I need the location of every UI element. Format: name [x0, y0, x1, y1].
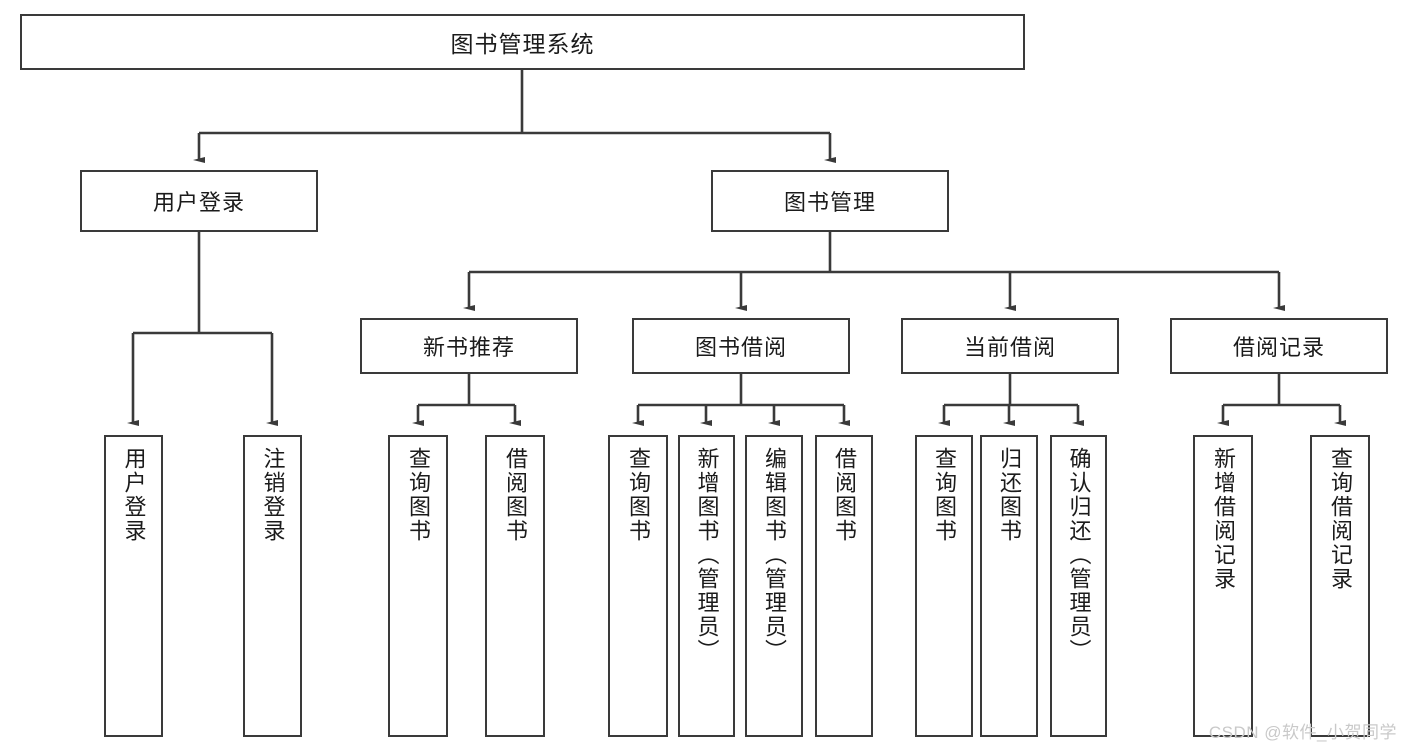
leaf-borrow-borrow-book[interactable]: 借阅图书	[815, 435, 873, 737]
node-label: 借阅记录	[1232, 335, 1325, 360]
watermark: CSDN @软件_小贺同学	[1208, 723, 1397, 742]
leaf-borrow-add-book-admin[interactable]: 新增图书（管理员）	[678, 435, 735, 737]
node-label: 归还图书	[997, 447, 1022, 543]
node-new-book-recommend[interactable]: 新书推荐	[360, 318, 578, 374]
leaf-record-add-borrow-record[interactable]: 新增借阅记录	[1193, 435, 1253, 737]
leaf-recommend-query-book[interactable]: 查询图书	[388, 435, 448, 737]
node-label: 新增借阅记录	[1211, 447, 1236, 591]
leaf-record-query-borrow-record[interactable]: 查询借阅记录	[1310, 435, 1370, 737]
node-label: 新书推荐	[422, 335, 515, 360]
node-label: 图书管理	[783, 190, 876, 215]
node-book-borrow[interactable]: 图书借阅	[632, 318, 850, 374]
node-label: 当前借阅	[963, 335, 1056, 360]
node-book-management[interactable]: 图书管理	[711, 170, 949, 232]
node-label: 新增图书（管理员）	[694, 447, 720, 663]
leaf-current-confirm-return-admin[interactable]: 确认归还（管理员）	[1050, 435, 1107, 737]
leaf-recommend-borrow-book[interactable]: 借阅图书	[485, 435, 545, 737]
leaf-borrow-edit-book-admin[interactable]: 编辑图书（管理员）	[745, 435, 803, 737]
node-label: 借阅图书	[503, 447, 528, 543]
node-label: 用户登录	[152, 190, 245, 215]
node-current-borrow[interactable]: 当前借阅	[901, 318, 1119, 374]
node-label: 查询借阅记录	[1328, 447, 1353, 591]
node-borrow-record[interactable]: 借阅记录	[1170, 318, 1388, 374]
leaf-current-return-book[interactable]: 归还图书	[980, 435, 1038, 737]
leaf-user-login-login[interactable]: 用户登录	[104, 435, 163, 737]
node-label: 图书管理系统	[450, 31, 595, 57]
node-label: 图书借阅	[694, 335, 787, 360]
node-label: 编辑图书（管理员）	[762, 447, 787, 663]
node-root-book-management-system[interactable]: 图书管理系统	[20, 14, 1025, 70]
node-label: 查询图书	[932, 447, 957, 543]
node-label: 查询图书	[406, 447, 431, 543]
node-user-login[interactable]: 用户登录	[80, 170, 318, 232]
node-label: 用户登录	[121, 447, 147, 543]
leaf-current-query-book[interactable]: 查询图书	[915, 435, 973, 737]
leaf-borrow-query-book[interactable]: 查询图书	[608, 435, 668, 737]
node-label: 借阅图书	[832, 447, 857, 543]
node-label: 注销登录	[260, 447, 286, 543]
node-label: 查询图书	[626, 447, 651, 543]
node-label: 确认归还（管理员）	[1066, 447, 1092, 663]
leaf-user-login-logout[interactable]: 注销登录	[243, 435, 302, 737]
